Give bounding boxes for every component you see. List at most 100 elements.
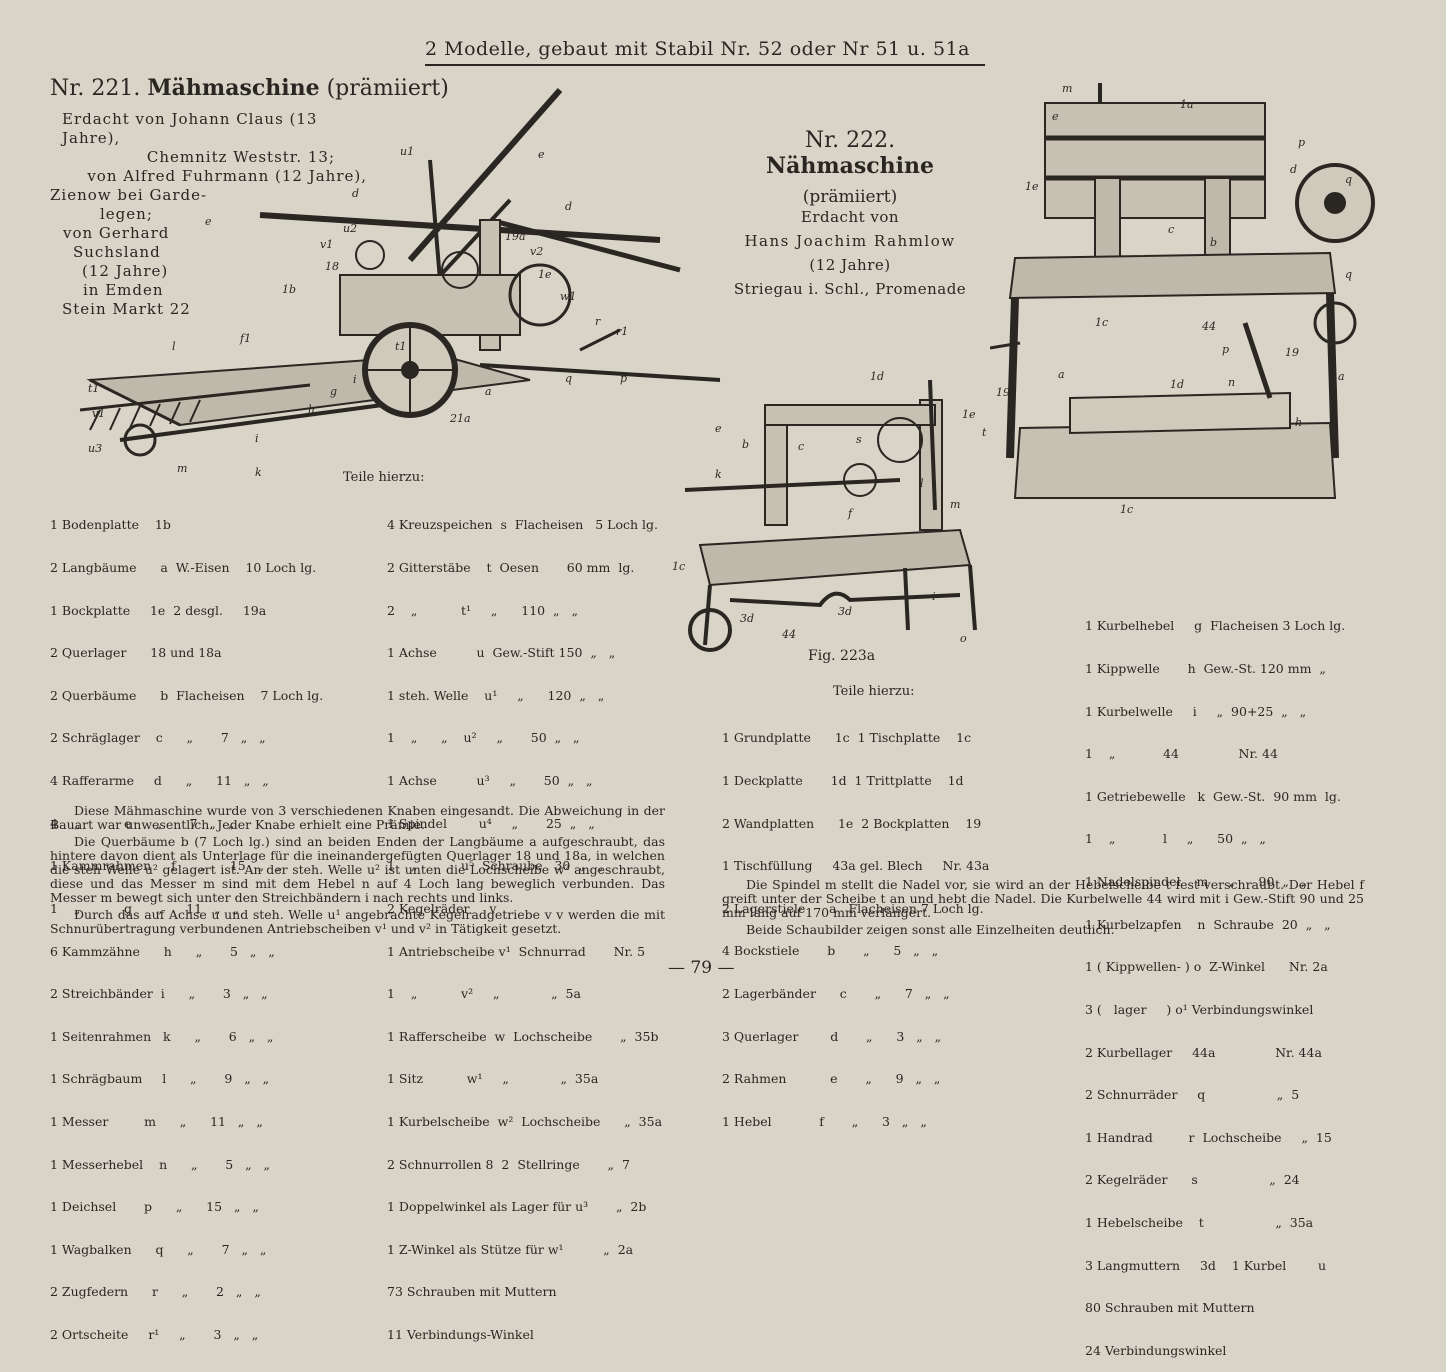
part-label: d	[1290, 163, 1297, 176]
mower-illustration: u1 e d d e u2 v1 19a v2 18 1e w1 1b r r1…	[79, 88, 721, 479]
part-label: c	[798, 440, 804, 453]
part-label: 21a	[449, 412, 471, 425]
model-222-title: Nr. 222. Nähmaschine	[720, 128, 980, 179]
part-label: c	[1168, 223, 1174, 236]
part-label: i	[255, 432, 259, 445]
parts-row: 2 Ortscheite r¹ „ 3 „ „	[50, 1326, 259, 1342]
description-paragraph: Die Spindel m stellt die Nadel vor, sie …	[722, 877, 1364, 920]
parts-row: 2 Rahmen e „ 9 „ „	[722, 1071, 941, 1087]
part-label: r	[595, 315, 601, 328]
parts-row: 1 „ u⁵ Schraube 30 „ „	[387, 858, 604, 874]
hebelscheibe	[877, 417, 923, 463]
part-label: k	[715, 468, 722, 481]
parts-row: 1 ( Kippwellen- ) o Z-Winkel Nr. 2a	[1085, 959, 1328, 975]
part-label: u2	[343, 222, 357, 235]
part-label: 1c	[1120, 503, 1133, 516]
part-label: h	[1295, 416, 1302, 429]
part-label: p	[1222, 343, 1229, 356]
credit-line: Suchsland	[73, 243, 161, 261]
parts-row: 4 Bockstiele b „ 5 „ „	[722, 943, 939, 959]
parts-row: 1 Hebelscheibe t „ 35a	[1085, 1214, 1314, 1230]
parts-row: 3 ( lager ) o¹ Verbindungswinkel	[1085, 1001, 1314, 1017]
part-label: q	[565, 372, 572, 385]
part-label: i	[932, 590, 936, 603]
credit-line: Zienow bei Garde-	[50, 186, 208, 204]
part-label: 3d	[838, 605, 852, 618]
credit-line: von Alfred Fuhrmann (12 Jahre),	[87, 167, 367, 185]
part-label: 1e	[1025, 180, 1039, 193]
model-221-credit: Erdacht von Johann Claus (13 Jahre), Che…	[40, 110, 375, 319]
parts-row: 1 Deichsel p „ 15 „ „	[50, 1199, 259, 1215]
parts-row: 1 Spindel u⁴ „ 25 „ „	[387, 815, 595, 831]
credit-line: von Gerhard	[63, 224, 170, 242]
credit-line: Hans Joachim Rahmlow	[744, 232, 956, 250]
getriebewelle	[684, 478, 901, 492]
parts-row: 24 Verbindungswinkel	[1085, 1342, 1227, 1358]
part-label: e	[1052, 110, 1059, 123]
parts-row: 4 Kreuzspeichen s Flacheisen 5 Loch lg.	[387, 517, 658, 533]
part-label: b	[1210, 236, 1217, 249]
part-label: s	[856, 433, 862, 446]
part-label: 19	[996, 386, 1010, 399]
model-222-description: Die Spindel m stellt die Nadel vor, sie …	[722, 878, 1364, 940]
parts-row: 1 Bockplatte 1e 2 desgl. 19a	[50, 602, 267, 618]
parts-row: 1 Achse u³ „ 50 „ „	[387, 773, 593, 789]
part-label: f	[847, 507, 854, 520]
parts-row: 1 Seitenrahmen k „ 6 „ „	[50, 1028, 274, 1044]
title-note: (prämiiert)	[802, 187, 898, 207]
part-label: t1	[88, 382, 99, 395]
parts-row: 1 Grundplatte 1c 1 Tischplatte 1c	[722, 730, 972, 746]
credit-line: (12 Jahre)	[82, 262, 169, 280]
parts-row: 2 Kegelräder s „ 24	[1085, 1172, 1300, 1188]
parts-row: 1 Antriebscheibe v¹ Schnurrad Nr. 5	[387, 943, 646, 959]
part-label: 44	[781, 628, 796, 641]
comb-tines	[89, 399, 201, 431]
parts-row: 1 Kurbelscheibe w² Lochscheibe „ 35a	[387, 1113, 663, 1129]
part-label: 1e	[538, 268, 552, 281]
part-label: q	[1345, 173, 1352, 186]
parts-row: 1 Kippwelle h Gew.-St. 120 mm „	[1085, 661, 1326, 677]
parts-row: 1 Schrägbaum l „ 9 „ „	[50, 1071, 270, 1087]
rahmen	[764, 404, 936, 426]
part-label: v2	[530, 245, 543, 258]
parts-row: 1 „ v² „ „ 5a	[387, 986, 581, 1002]
parts-row: 2 Streichbänder i „ 3 „ „	[50, 986, 268, 1002]
credit-line: (12 Jahre)	[809, 256, 891, 274]
parts-row: 1 Bodenplatte 1b	[50, 517, 171, 533]
parts-row: 1 Kurbelzapfen n Schraube 20 „ „	[1085, 916, 1331, 932]
part-label: t1	[395, 340, 406, 353]
title-name: Mähmaschine	[147, 75, 320, 101]
parts-row: 1 Handrad r Lochscheibe „ 15	[1085, 1129, 1332, 1145]
parts-row: 2 Gitterstäbe t Oesen 60 mm lg.	[387, 560, 635, 576]
reel-arm	[489, 217, 681, 273]
part-label: t	[982, 426, 987, 439]
part-label: a	[485, 385, 492, 398]
parts-row: 2 Wandplatten 1e 2 Bockplatten 19	[722, 815, 982, 831]
description-paragraph: Die Querbäume b (7 Loch lg.) sind an bei…	[50, 834, 665, 905]
part-label: v1	[320, 238, 333, 251]
description-paragraph: Durch das auf Achse u und steh. Welle u¹…	[50, 907, 665, 936]
part-label: s	[405, 368, 411, 381]
large-sewing-machine-illustration: m 1a e p 1e d q c b 1c 44 q a 19 p 19 n …	[990, 82, 1375, 516]
part-label: g	[330, 385, 337, 398]
mower-part-labels: u1 e d d e u2 v1 19a v2 18 1e w1 1b r r1…	[88, 145, 628, 479]
model-221-description: Diese Mähmaschine wurde von 3 verschiede…	[50, 804, 665, 939]
title-number: Nr. 221.	[50, 76, 141, 101]
parts-row: 80 Schrauben mit Muttern	[1085, 1300, 1255, 1316]
model-222-parts-title: Teile hierzu:	[833, 684, 915, 699]
part-label: q	[1345, 268, 1352, 281]
part-label: e	[205, 215, 212, 228]
page-number: — 79 —	[668, 958, 735, 978]
page-header: 2 Modelle, gebaut mit Stabil Nr. 52 oder…	[425, 38, 970, 60]
parts-row: 73 Schrauben mit Muttern	[387, 1284, 557, 1300]
part-label: e	[715, 422, 722, 435]
part-label: a	[1338, 370, 1345, 383]
parts-row: 6 Kammzähne h „ 5 „ „	[50, 943, 275, 959]
parts-row: 1 Messerhebel n „ 5 „ „	[50, 1156, 270, 1172]
parts-row: 2 Kegelräder v	[387, 900, 497, 916]
parts-row: 1 „ 44 Nr. 44	[1085, 746, 1278, 762]
credit-line: in Emden	[83, 281, 164, 299]
part-label: m	[177, 462, 187, 475]
parts-row: 2 Langbäume a W.-Eisen 10 Loch lg.	[50, 560, 317, 576]
tischplatte	[1008, 251, 1337, 300]
